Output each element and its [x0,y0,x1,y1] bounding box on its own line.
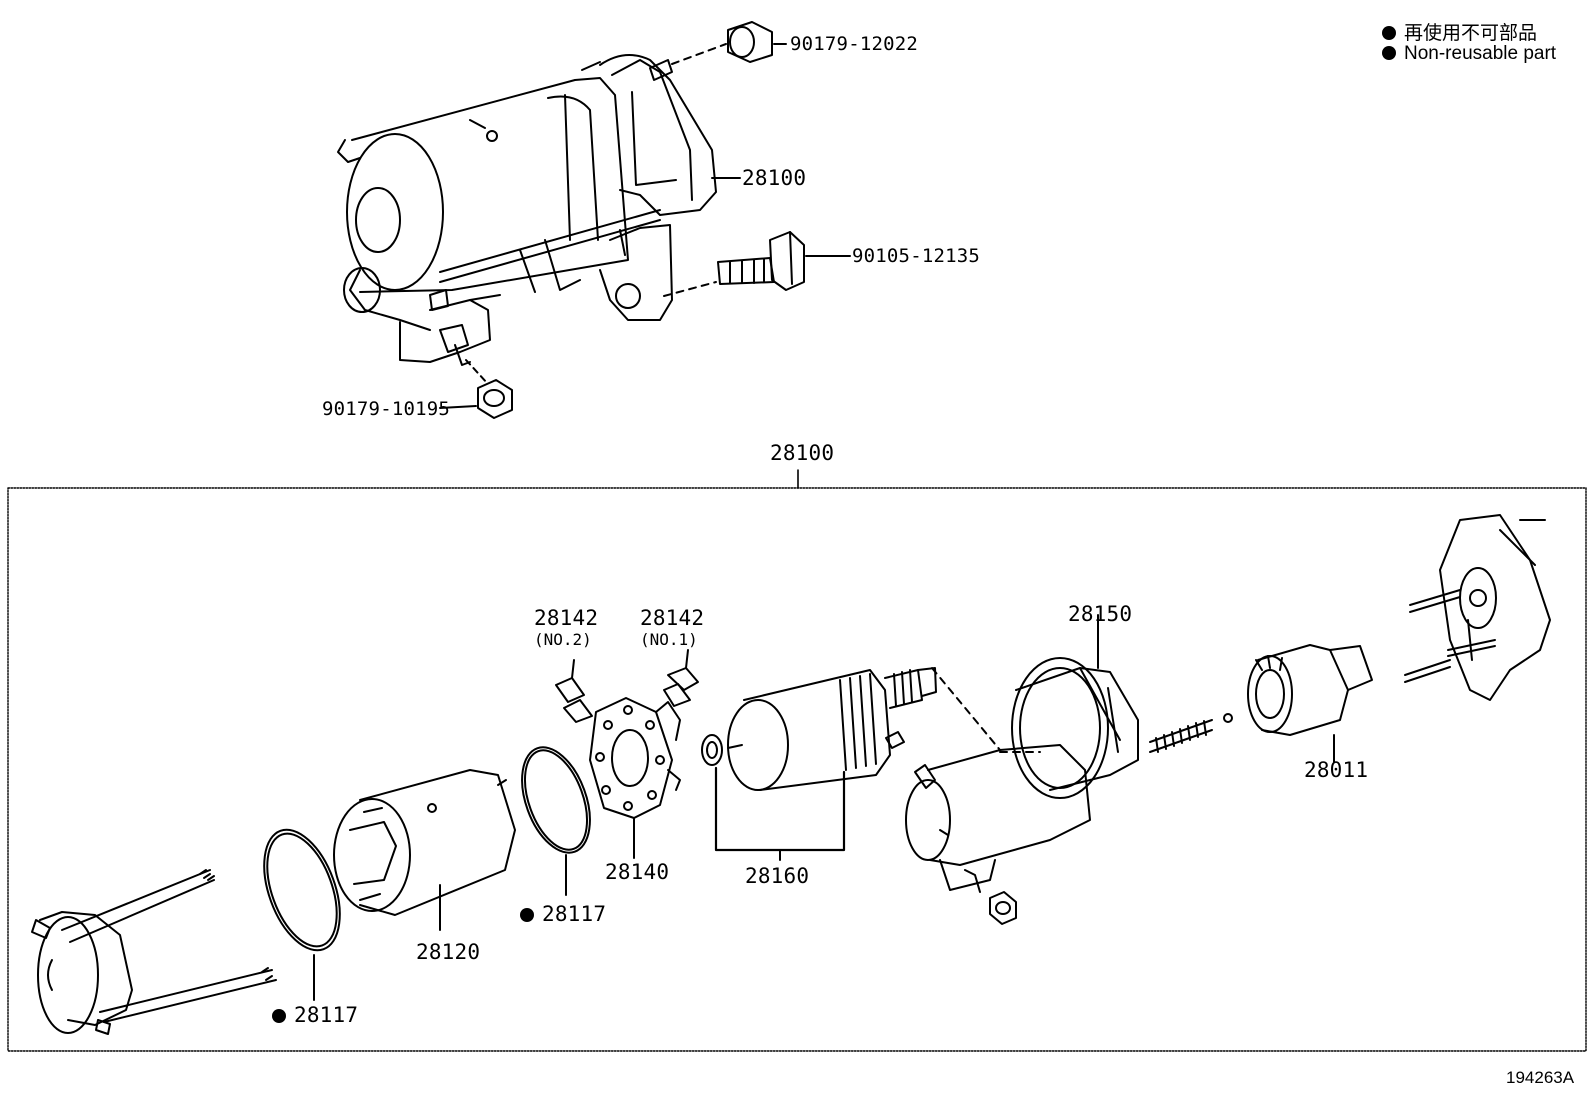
legend-jp: 再使用不可部品 [1382,18,1537,45]
label-brush-holder: 28140 [605,860,670,884]
label-brush-no2-sub: (NO.2) [534,630,592,649]
label-brush-no2: 28142 [534,606,599,630]
front-housing-drawing [1404,514,1551,701]
figure-code: 194263A [1506,1068,1575,1087]
non-reusable-dot-icon [1382,26,1396,40]
non-reusable-dot-icon [520,908,534,922]
legend-en-label: Non-reusable part [1404,43,1557,64]
label-clutch: 28011 [1304,758,1369,782]
brush-holder-drawing [589,697,681,859]
label-oring-inner: 28117 [520,902,606,926]
brush-no2-drawing [555,659,593,723]
label-brush-no1-sub: (NO.1) [640,630,698,649]
label-cap-nut: 90179-12022 [790,33,919,55]
label-exploded-group: 28100 [770,441,835,465]
label-housing: 28150 [1068,602,1133,626]
yoke-drawing [333,769,516,931]
spring-drawing [1149,719,1213,753]
housing-drawing [1011,657,1139,799]
brush-no1-drawing [663,649,699,707]
starter-assembly-drawing [337,54,717,366]
label-oring-inner-text: 28117 [542,902,607,926]
label-armature: 28160 [745,864,810,888]
armature-drawing [727,667,937,791]
label-terminal-nut: 90179-10195 [322,398,451,420]
drive-housing-drawing [905,744,1091,893]
rear-cover-drawing [31,869,277,1035]
label-oring-outer-text: 28117 [294,1003,359,1027]
label-yoke: 28120 [416,940,481,964]
label-oring-outer: 28117 [272,1003,358,1027]
label-brush-no1: 28142 [640,606,705,630]
clutch-drawing [1247,644,1373,736]
legend-jp-label: 再使用不可部品 [1404,23,1538,44]
bolt-drawing [717,231,805,291]
terminal-nut-drawing [477,379,513,419]
cap-nut-drawing [727,21,773,63]
non-reusable-dot-icon [1382,46,1396,60]
non-reusable-dot-icon [272,1009,286,1023]
label-bolt: 90105-12135 [852,245,981,267]
legend-en: Non-reusable part [1382,43,1556,65]
label-starter: 28100 [742,166,807,190]
